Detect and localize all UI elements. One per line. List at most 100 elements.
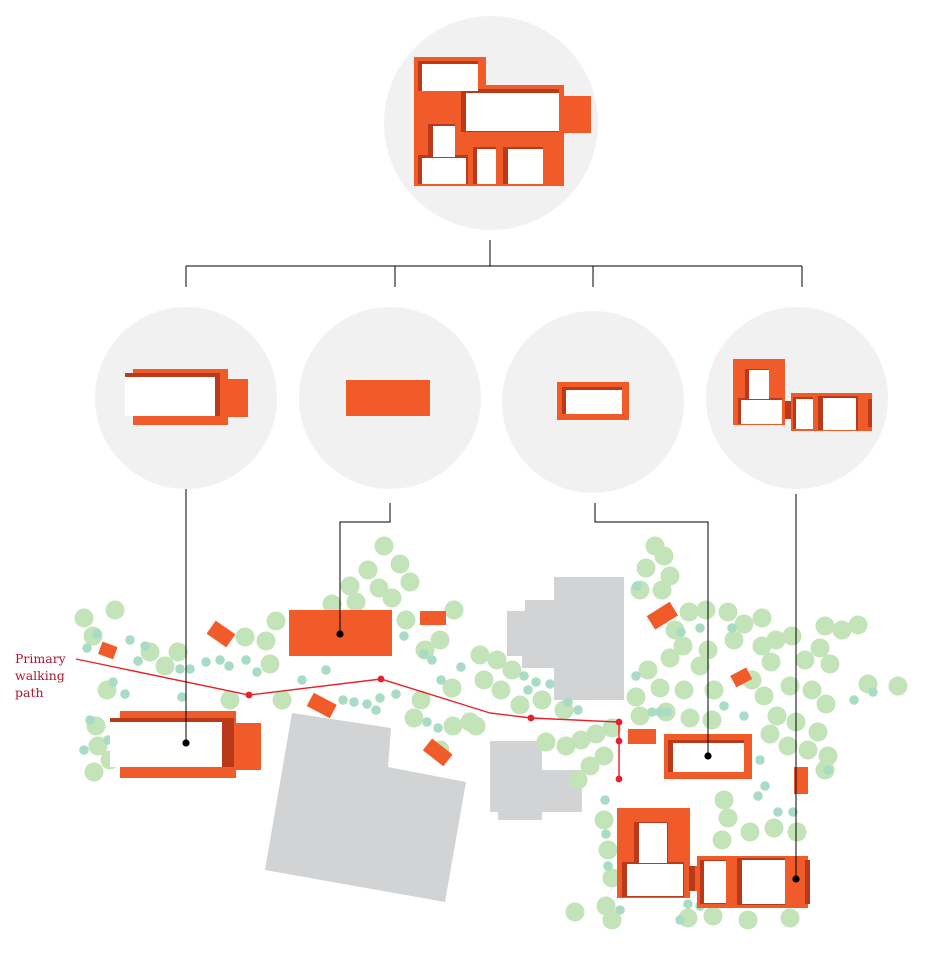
shrub [297,675,307,685]
path-label-line-1: Primary [15,651,66,666]
tree [74,608,94,628]
small-building-icon [557,382,629,420]
shrub [201,657,211,667]
tree [594,810,614,830]
shrub [125,635,135,645]
shrub [573,705,583,715]
shrub [632,581,642,591]
tree [474,670,494,690]
tree [470,645,490,665]
tree [510,695,530,715]
tree [752,608,772,628]
shrub [755,755,765,765]
tree [636,558,656,578]
tree [594,746,614,766]
shrub [631,671,641,681]
path-label-line-3: path [15,685,44,700]
shrub [739,711,749,721]
shrub [615,905,625,915]
shrub [362,699,372,709]
tree [358,560,378,580]
tree [738,910,758,930]
tree [411,690,431,710]
shrub [185,664,195,674]
tree [714,790,734,810]
tree [626,687,646,707]
tree [810,638,830,658]
neighbor-buildings [265,577,624,902]
tree [404,708,424,728]
shrub [427,655,437,665]
tree [654,546,674,566]
tree [696,600,716,620]
site-sheds [98,601,808,794]
tree [346,592,366,612]
tree [761,652,781,672]
shrub [683,899,693,909]
path-label-line-2: walking [15,668,65,683]
shrub [82,643,92,653]
shrub [133,656,143,666]
tree [815,616,835,636]
tree [780,676,800,696]
shrub [676,627,686,637]
tree [718,808,738,828]
shrub [600,795,610,805]
tree [443,716,463,736]
shrub [662,707,672,717]
tree [782,626,802,646]
tree [460,712,480,732]
shrub [419,649,429,659]
tree [444,600,464,620]
tree [652,580,672,600]
shrub [85,715,95,725]
complex-building-icon [414,57,591,186]
component-circle-3 [502,311,684,493]
tree [272,690,292,710]
tree [536,732,556,752]
shrub [849,695,859,705]
shrub [655,707,665,717]
tree [712,830,732,850]
shrub [601,829,611,839]
shrub [436,675,446,685]
tree [888,676,908,696]
shrub [399,631,409,641]
shrub [252,667,262,677]
site-building-long [110,711,261,778]
tree [556,736,576,756]
site-building-cluster [617,808,810,908]
shrub [519,671,529,681]
tree [767,706,787,726]
tree [832,620,852,640]
shrub [823,765,833,775]
tree [802,680,822,700]
shrub [545,679,555,689]
tree [502,660,522,680]
tree [734,614,754,634]
tree [390,554,410,574]
tree [798,740,818,760]
shrub [422,717,432,727]
tree [235,627,255,647]
shrub [868,687,878,697]
shrub [695,623,705,633]
tree [650,678,670,698]
shrub [177,692,187,702]
tree [220,690,240,710]
tree [764,818,784,838]
tree [673,636,693,656]
shrub [675,915,685,925]
tree [703,906,723,926]
tree [740,822,760,842]
shrub [788,807,798,817]
tree [580,756,600,776]
tree [638,660,658,680]
path-label: Primary walking path [15,650,95,701]
long-building-icon [125,369,248,425]
shrub [719,701,729,711]
shrub [241,655,251,665]
tree [598,840,618,860]
shrub [773,807,783,817]
shrub [727,623,737,633]
